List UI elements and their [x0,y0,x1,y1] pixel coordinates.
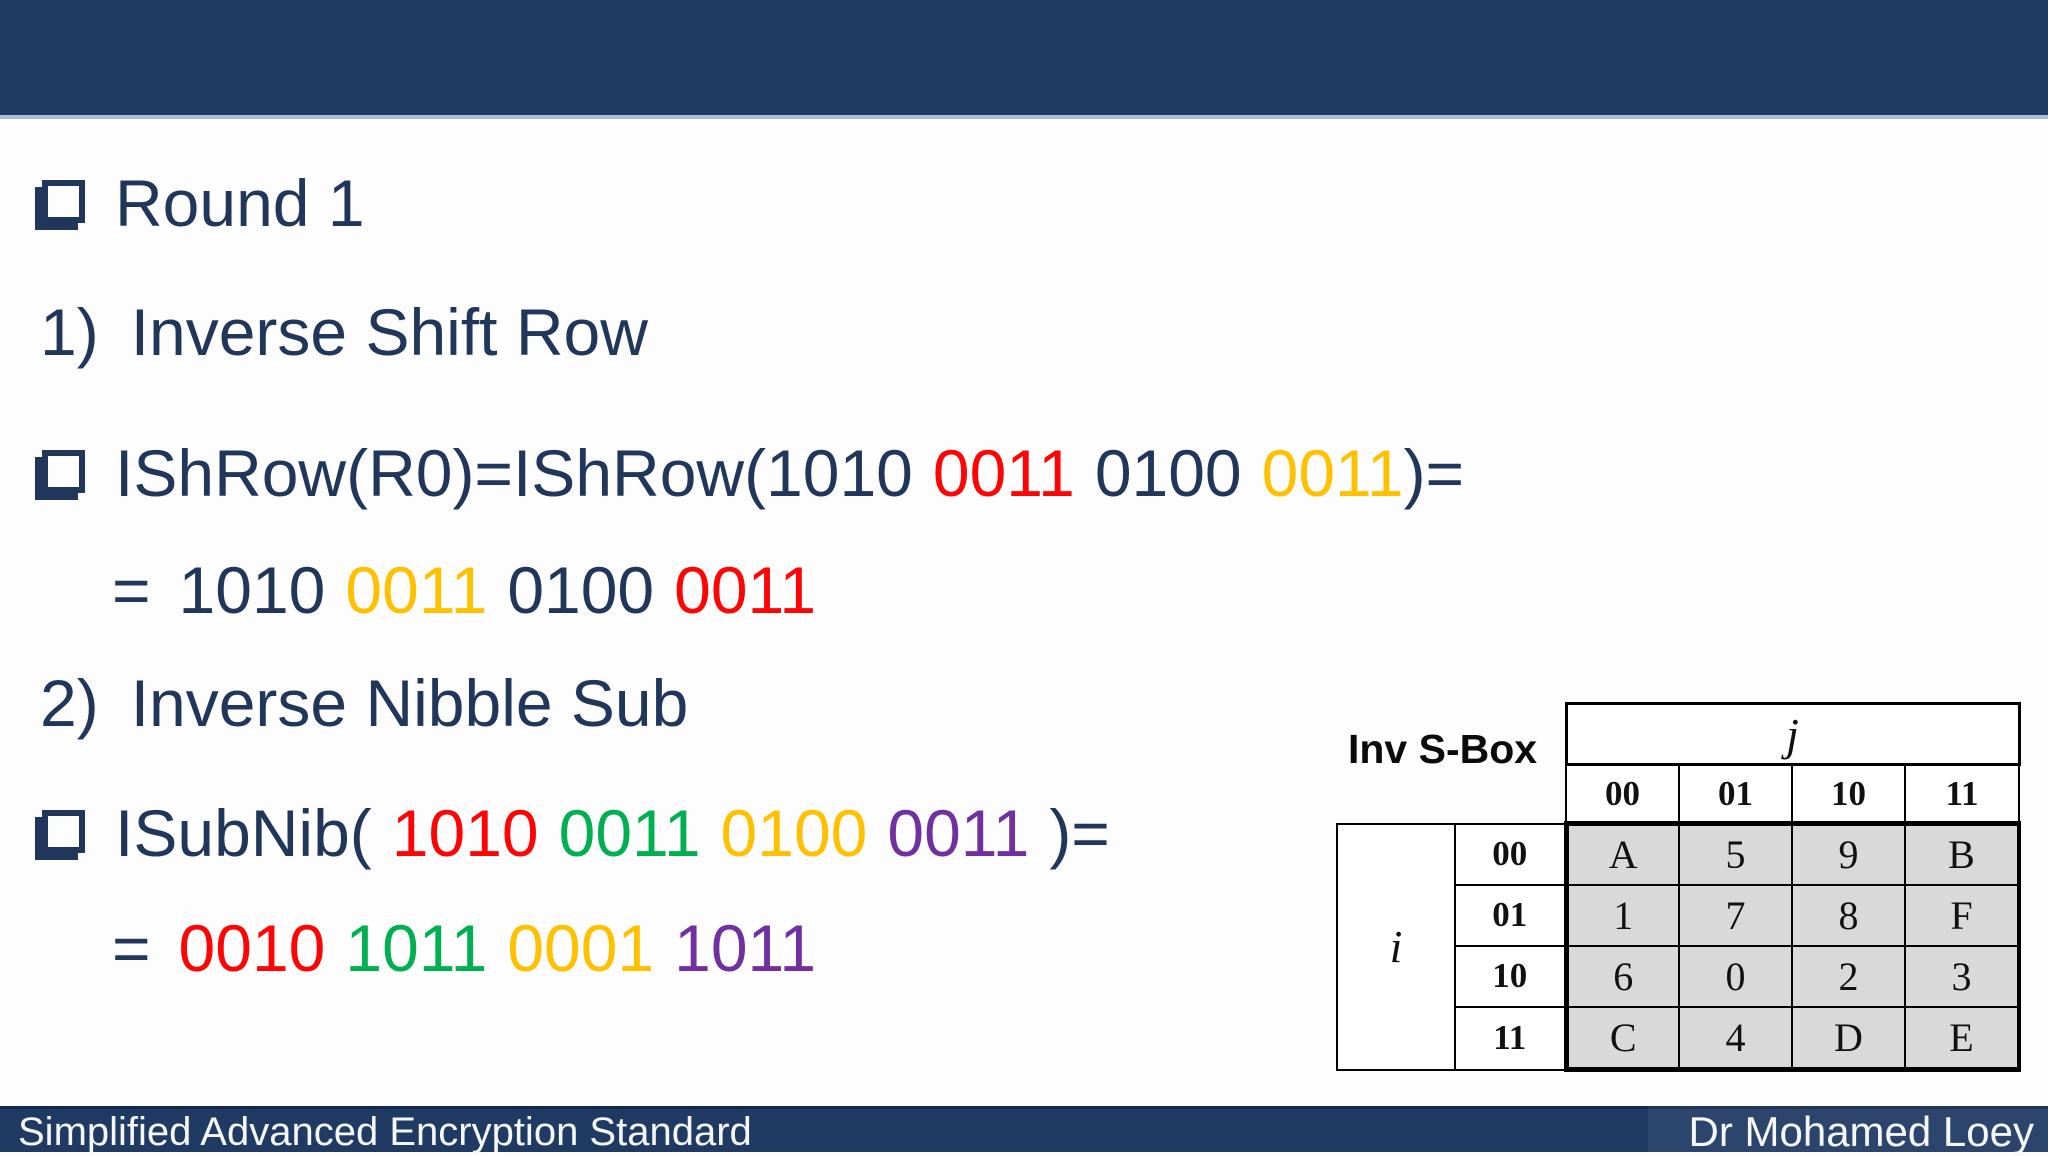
sbox-cell: 7 [1678,883,1793,947]
isubnib-result-line: = 0010 1011 0001 1011 [112,910,816,986]
footer-bar [0,1106,2048,1152]
nibble: 0100 [720,796,868,870]
step2-line: 2) Inverse Nibble Sub [40,665,688,741]
sbox-corner-blank [1337,704,1566,824]
nibble: 0010 [178,911,326,985]
sbox-row-header: 01 [1454,883,1567,947]
sbox-cell: 0 [1678,944,1793,1008]
equals-sign: = [112,553,151,627]
sbox-cell: E [1904,1005,2021,1072]
isubnib-call-line: ISubNib( 1010 0011 0100 0011 )= [38,795,1110,871]
sbox-title: Inv S-Box [1348,726,1538,772]
sbox-cell: C [1563,1005,1680,1072]
sbox-row-header: 10 [1454,944,1567,1008]
sbox-row-header: 00 [1454,822,1567,886]
step1-line: 1) Inverse Shift Row [40,294,648,370]
round-title: Round 1 [115,166,365,240]
sbox-row-header: 11 [1454,1005,1567,1071]
sbox-cell: 5 [1678,821,1793,886]
sbox-col-header: 11 [1904,763,2020,825]
sbox-cell: 1 [1563,883,1680,947]
equals-sign: = [112,911,151,985]
sbox-row-axis: i [1336,822,1456,1071]
step2-number: 2) [40,666,99,740]
footer-author-box [1648,1106,2048,1152]
sbox-col-axis: j [1564,702,2021,766]
sbox-cell: D [1791,1005,1906,1072]
nibble: 0001 [507,911,655,985]
nibble: 0011 [1261,436,1404,510]
sbox-cell: 4 [1678,1005,1793,1072]
footer-author: Dr Mohamed Loey [1688,1108,2035,1155]
nibble: 0011 [674,553,817,627]
nibble: 1010 [391,796,539,870]
sbox-cell: 2 [1791,944,1906,1008]
inv-sbox-table: j 00 01 10 11 i 00 A 5 9 B 01 1 7 8 F 10… [1336,702,2021,1072]
step1-label: Inverse Shift Row [130,295,648,369]
nibble: 1010 [766,436,913,510]
sbox-cell: B [1904,821,2021,886]
checkbox-bullet-icon [42,180,85,223]
nibble: 1011 [345,911,488,985]
nibble: 1010 [178,553,326,627]
isubnib-prefix: ISubNib( [115,796,372,870]
footer-course-title: Simplified Advanced Encryption Standard [18,1110,752,1154]
step1-number: 1) [40,295,99,369]
round-title-line: Round 1 [38,165,365,241]
nibble: 0011 [932,436,1075,510]
sbox-col-header: 10 [1791,763,1906,825]
step2-label: Inverse Nibble Sub [130,666,689,740]
sbox-cell: 6 [1563,944,1680,1008]
sbox-col-header: 01 [1678,763,1793,825]
nibble: 0011 [558,796,701,870]
title-bar [0,0,2048,119]
ishrow-prefix: IShRow(R0)=IShRow( [115,436,767,510]
nibble: 1011 [674,911,817,985]
sbox-cell: 9 [1791,821,1906,886]
nibble: 0011 [345,553,488,627]
checkbox-bullet-icon [42,810,85,853]
sbox-cell: A [1563,821,1680,886]
nibble: 0100 [1094,436,1242,510]
sbox-cell: 8 [1791,883,1906,947]
ishrow-result-line: = 1010 0011 0100 0011 [112,552,816,628]
sbox-cell: 3 [1904,944,2021,1008]
nibble: 0100 [507,553,655,627]
sbox-col-header: 00 [1565,763,1680,825]
isubnib-suffix: )= [1049,796,1110,870]
ishrow-suffix: )= [1403,436,1465,510]
nibble: 0011 [887,796,1030,870]
sbox-cell: F [1904,883,2021,947]
checkbox-bullet-icon [42,450,85,493]
